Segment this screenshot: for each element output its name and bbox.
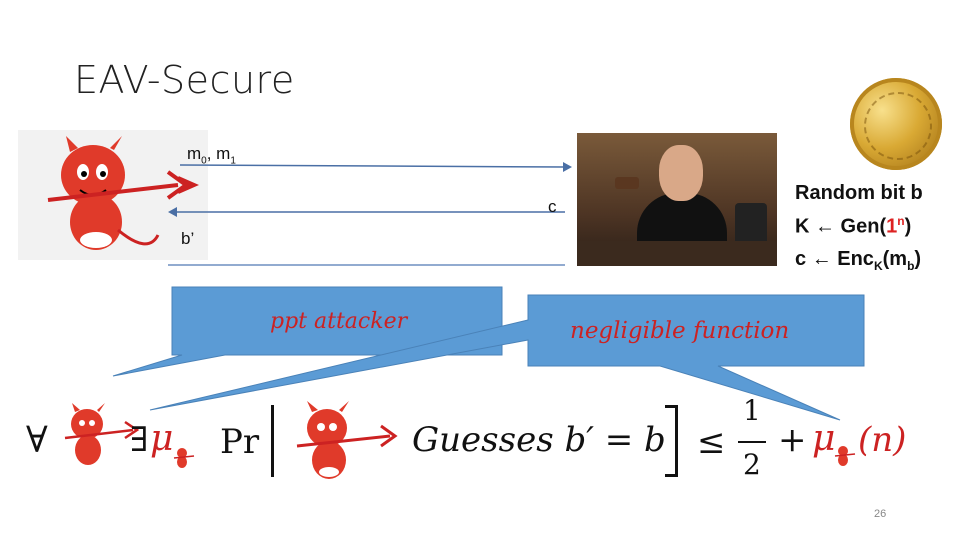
mu-argument-n: (n) bbox=[858, 420, 906, 460]
leq-symbol: ≤ bbox=[697, 422, 726, 462]
small-devil-icon bbox=[55, 402, 140, 470]
plus-symbol: + bbox=[778, 420, 807, 460]
mu-function-symbol: μ bbox=[812, 418, 835, 459]
left-bracket bbox=[271, 405, 274, 477]
right-bracket-bottom bbox=[665, 474, 678, 477]
tiny-devil-icon-2 bbox=[833, 444, 857, 466]
guesses-expression: Guesses b′ = b bbox=[412, 420, 666, 460]
bracket-devil-icon bbox=[285, 400, 400, 485]
probability-pr: Pr bbox=[220, 422, 259, 462]
exists-symbol: ∃ bbox=[130, 420, 148, 460]
mu-symbol: μ bbox=[150, 418, 173, 459]
fraction-bar bbox=[738, 441, 766, 443]
fraction-denominator: 2 bbox=[743, 448, 761, 481]
page-number: 26 bbox=[874, 508, 886, 520]
ppt-attacker-callout: ppt attacker bbox=[270, 309, 407, 334]
right-bracket bbox=[675, 405, 678, 477]
tiny-devil-icon bbox=[172, 446, 196, 468]
right-bracket-top bbox=[665, 405, 678, 408]
fraction-numerator: 1 bbox=[743, 394, 761, 427]
negligible-function-callout: negligible function bbox=[570, 318, 789, 344]
forall-symbol: ∀ bbox=[26, 420, 48, 461]
